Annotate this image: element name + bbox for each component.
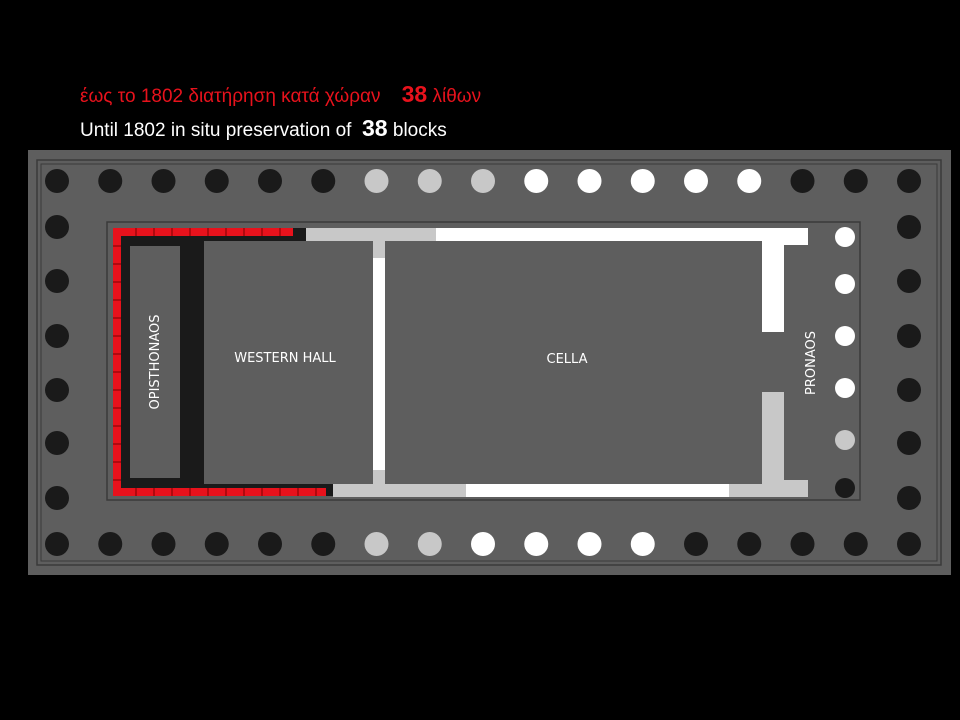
western-hall-label: WESTERN HALL [234,351,336,366]
greek-caption: έως το 1802 διατήρηση κατά χώραν 38 λίθω… [80,81,481,108]
preserved-blocks-west [113,228,121,496]
opisthonaos-room [130,246,180,478]
south-column [684,532,708,556]
north-anta [784,228,808,245]
east-column [897,378,921,402]
south-column [417,532,442,556]
west-column [45,324,69,348]
north-column [577,169,602,193]
east-wall-lower [762,392,784,484]
greek-caption-unit: λίθων [432,86,482,107]
cross-wall-bottom [373,470,385,484]
south-column [790,532,815,556]
greek-caption-count: 38 [401,81,428,107]
naos-outline [106,221,861,501]
north-column [630,169,655,193]
pronaos-column [835,326,855,346]
cella-label: CELLA [547,352,588,367]
preserved-block-joints [113,228,317,496]
north-column [311,169,336,193]
west-column [45,431,69,455]
north-column [471,169,495,193]
south-anta [784,480,808,497]
south-column [524,532,549,556]
cross-wall [373,258,385,470]
english-caption-count: 38 [362,115,388,141]
south-wall-white [466,484,729,497]
stylobate-step [40,163,938,562]
south-wall-grey-west [333,484,466,497]
south-column [897,532,921,556]
english-caption-unit: blocks [392,120,447,141]
north-column [45,169,69,193]
pronaos-column [835,227,855,247]
south-column [311,532,336,556]
south-column [45,532,69,556]
english-caption-text: Until 1802 in situ preservation of [80,120,352,141]
stylobate-inner-edge [36,159,942,566]
north-column [258,169,282,193]
pronaos-column [835,430,855,450]
western-hall-room [204,241,373,484]
north-column [737,169,762,193]
north-column [897,169,921,193]
east-column [897,431,921,455]
east-column [897,324,921,348]
south-column [98,532,123,556]
east-wall-upper [762,241,784,332]
north-column [417,169,442,193]
north-column [790,169,815,193]
north-column [364,169,389,193]
pronaos-label: PRONAOS [804,331,819,395]
north-column [151,169,176,193]
opisthonaos-label: OPISTHONAOS [148,315,163,410]
east-column [897,269,921,293]
east-column [897,215,921,239]
north-wall-grey [306,228,436,241]
pronaos-column [835,274,855,294]
north-column [98,169,123,193]
south-column [630,532,655,556]
north-column [684,169,708,193]
north-column [524,169,549,193]
east-column [897,486,921,510]
south-column [471,532,495,556]
english-caption: Until 1802 in situ preservation of 38 bl… [80,115,447,142]
south-column [151,532,176,556]
south-column [843,532,868,556]
pronaos-column [835,478,855,498]
south-column [204,532,229,556]
south-column [364,532,389,556]
preserved-blocks-north [113,228,293,236]
pronaos-column [835,378,855,398]
north-column [843,169,868,193]
north-column [204,169,229,193]
west-column [45,269,69,293]
west-column [45,378,69,402]
south-column [737,532,762,556]
north-wall-white [436,228,806,241]
south-column [577,532,602,556]
south-column [258,532,282,556]
cross-wall-top [373,241,385,258]
greek-caption-text: έως το 1802 διατήρηση κατά χώραν [80,86,381,107]
preserved-blocks-south [113,488,326,496]
west-column [45,486,69,510]
peristyle-columns [45,169,921,556]
west-column [45,215,69,239]
